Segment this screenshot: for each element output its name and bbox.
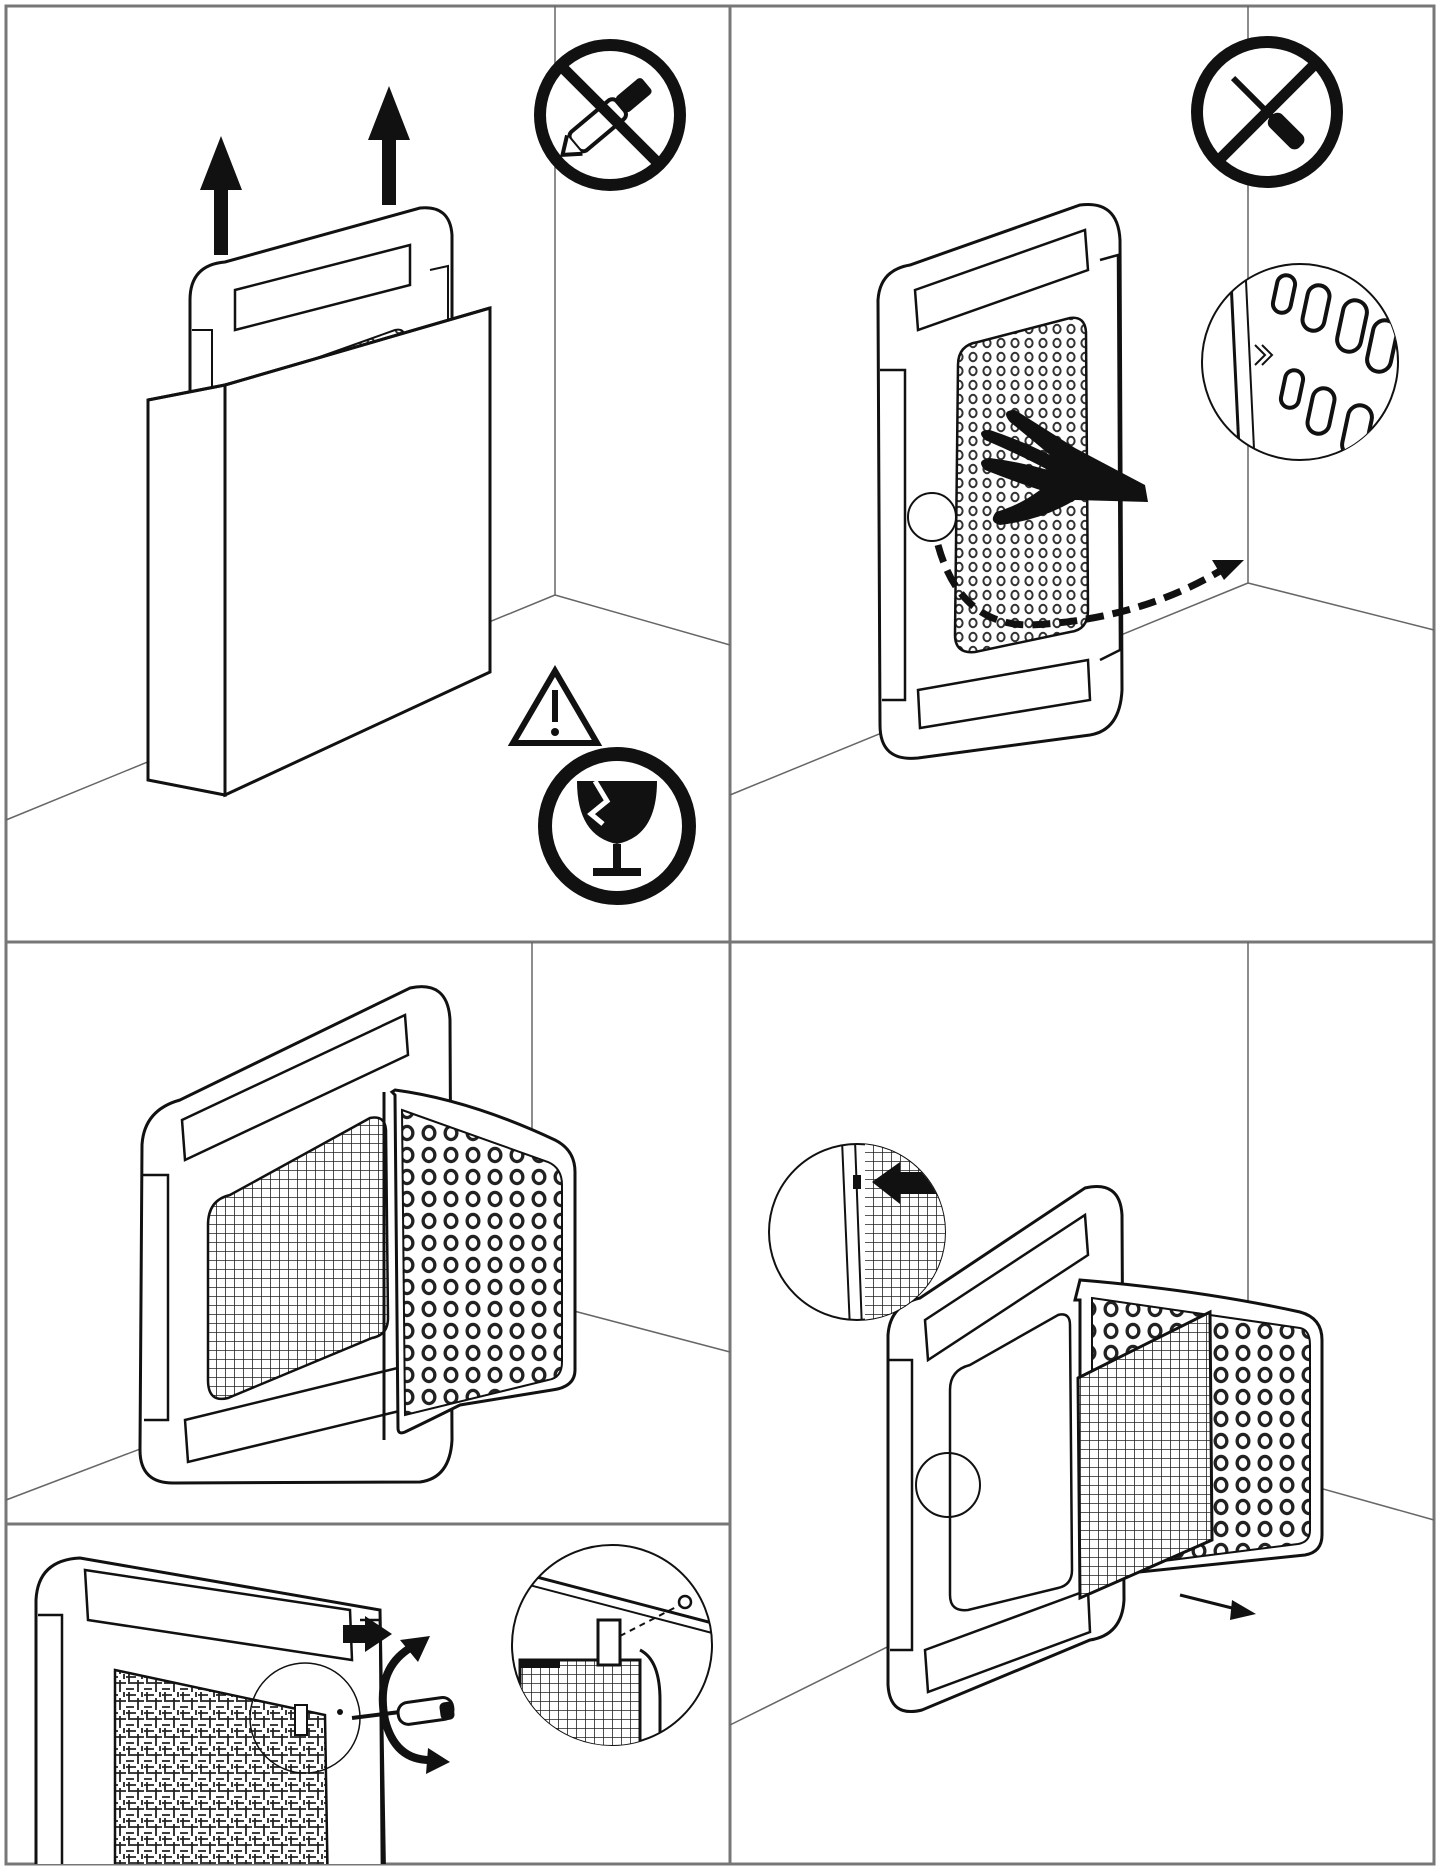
- screw-bracket: [295, 1705, 307, 1735]
- opened-grille: [384, 1090, 575, 1440]
- no-cutter-icon: [540, 45, 680, 185]
- fragile-icon: [545, 754, 689, 898]
- no-screwdriver-icon: [1197, 42, 1337, 182]
- device-unit: [36, 1558, 385, 1870]
- screw: [337, 1709, 343, 1715]
